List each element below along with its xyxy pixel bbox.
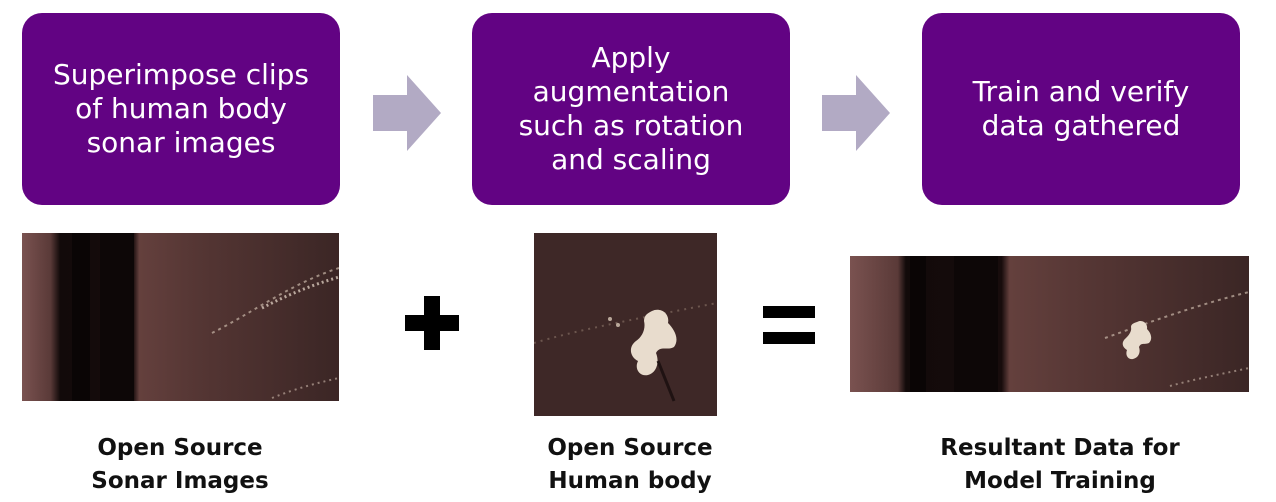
step-3-line-1: Train and verify bbox=[972, 75, 1190, 108]
result-streak-lower bbox=[1169, 367, 1249, 387]
step-2-line-4: and scaling bbox=[551, 143, 711, 176]
sonar-image bbox=[22, 233, 339, 401]
plus-vertical-bar bbox=[424, 296, 440, 350]
body-panel-background bbox=[534, 233, 717, 416]
flow-arrow-right-icon bbox=[373, 75, 441, 151]
caption-result-line-2: Model Training bbox=[964, 468, 1156, 494]
step-3-line-2: data gathered bbox=[981, 109, 1181, 142]
flow-arrow-right-icon bbox=[822, 75, 890, 151]
resultant-training-image bbox=[850, 256, 1249, 392]
human-figure-shadow bbox=[656, 360, 676, 402]
equals-icon bbox=[763, 306, 815, 344]
result-human-figure bbox=[1122, 320, 1152, 360]
human-figure-shape bbox=[630, 309, 677, 376]
body-panel-streak bbox=[534, 302, 717, 344]
equals-top-bar bbox=[763, 306, 815, 318]
caption-open-source-human-body: Open Source Human body bbox=[490, 432, 770, 498]
sonar-dark-band-2 bbox=[100, 233, 134, 401]
caption-sonar-line-2: Sonar Images bbox=[91, 468, 269, 494]
step-1-line-2: of human body bbox=[75, 92, 287, 125]
step-2-line-1: Apply bbox=[591, 41, 671, 74]
caption-body-line-1: Open Source bbox=[547, 435, 713, 461]
flow-arrow-2-shape bbox=[822, 75, 890, 151]
result-streak-upper bbox=[1104, 291, 1249, 339]
result-dark-band-2 bbox=[954, 256, 998, 392]
sonar-streak-upper-2 bbox=[261, 275, 339, 310]
step-2-line-3: such as rotation bbox=[518, 109, 744, 142]
sonar-dark-band bbox=[72, 233, 90, 401]
result-dark-band bbox=[910, 256, 926, 392]
step-2-line-2: augmentation bbox=[532, 75, 730, 108]
caption-result-line-1: Resultant Data for bbox=[940, 435, 1180, 461]
human-body-sonar-image bbox=[534, 233, 717, 416]
step-box-superimpose: Superimpose clips of human body sonar im… bbox=[22, 13, 340, 205]
plus-icon bbox=[405, 296, 459, 350]
step-box-train-verify: Train and verify data gathered bbox=[922, 13, 1240, 205]
flow-arrow-1-shape bbox=[373, 75, 441, 151]
caption-resultant-data: Resultant Data for Model Training bbox=[910, 432, 1210, 498]
step-1-line-3: sonar images bbox=[86, 126, 276, 159]
result-background bbox=[850, 256, 1249, 392]
sonar-streak-upper bbox=[211, 267, 339, 334]
step-box-augmentation: Apply augmentation such as rotation and … bbox=[472, 13, 790, 205]
body-panel-speck bbox=[608, 317, 612, 321]
equals-bottom-bar bbox=[763, 332, 815, 344]
body-panel-speck bbox=[616, 323, 620, 327]
caption-open-source-sonar-images: Open Source Sonar Images bbox=[40, 432, 320, 498]
caption-sonar-line-1: Open Source bbox=[97, 435, 263, 461]
step-1-line-1: Superimpose clips bbox=[52, 58, 310, 91]
caption-body-line-2: Human body bbox=[548, 468, 712, 494]
sonar-streak-lower bbox=[271, 377, 339, 399]
sonar-background bbox=[22, 233, 339, 401]
